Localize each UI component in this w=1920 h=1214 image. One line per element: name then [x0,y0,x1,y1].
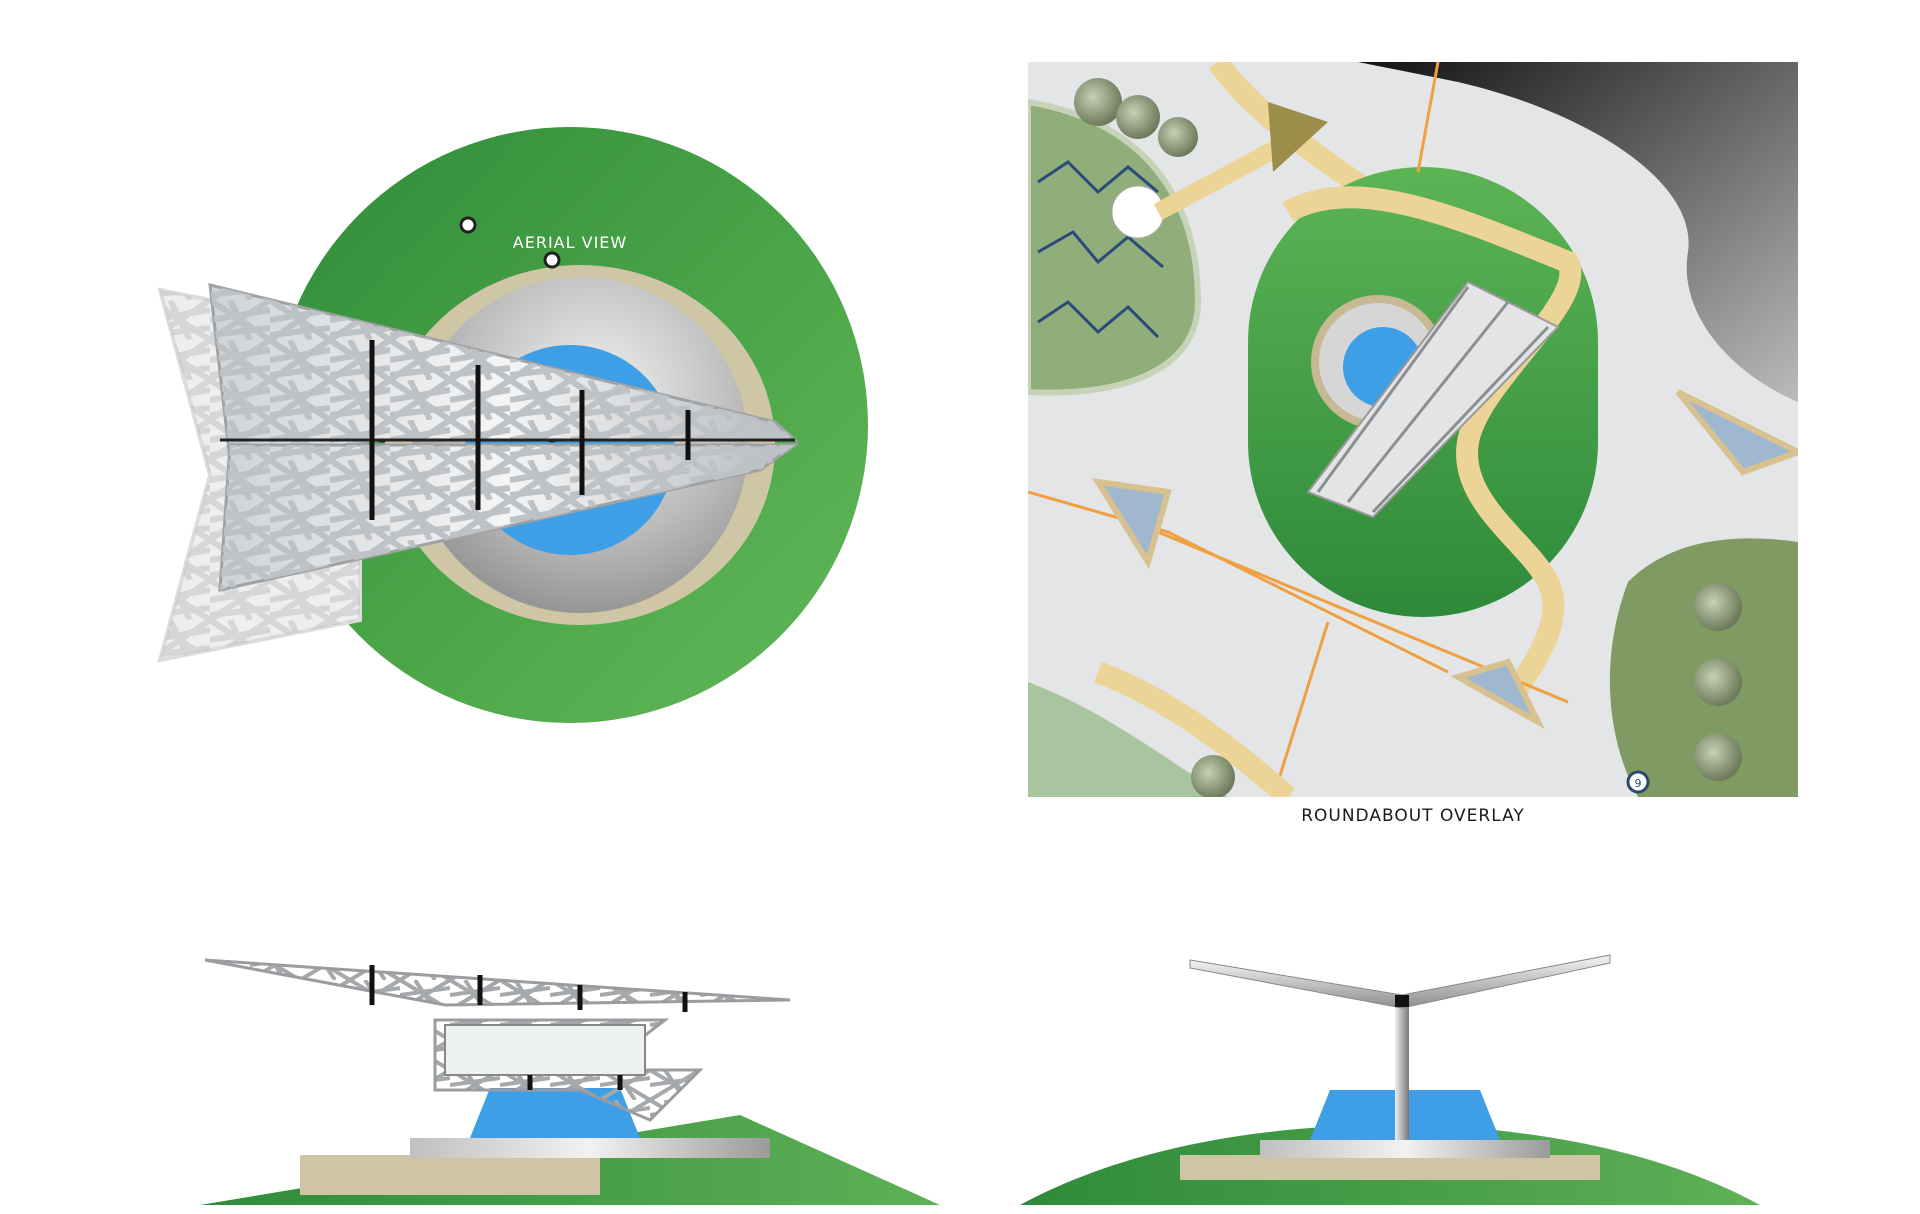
base-block [300,1155,600,1195]
support-posts [369,340,691,520]
base-block [1180,1155,1600,1180]
left-arm [1189,959,1403,1009]
arm-joint [1395,995,1409,1007]
base-rim [410,1138,770,1158]
bed-circle [1111,185,1165,239]
triangle-west [1092,478,1172,570]
base-rim [1260,1140,1550,1158]
map-marker-icon [1626,770,1650,794]
aerial-view-panel: AERIAL VIEW [150,100,1000,820]
tree-south [1191,755,1235,797]
top-wing [204,958,791,1007]
front-elevation-drawing [1020,954,1760,1205]
southwest-bed [1028,682,1228,797]
path-south [1094,661,1296,797]
aerial-view-drawing: AERIAL VIEW [157,127,868,723]
bed-pattern [1037,160,1164,339]
dark-area [1358,62,1798,402]
support-pole [1395,1005,1409,1140]
sculpture-lattice [1316,286,1550,514]
island-sculpture [1306,280,1560,519]
front-elevation-panel [1010,920,1770,1210]
trees-top [1074,78,1198,157]
water-base [470,1088,640,1138]
signage-panel [444,1024,646,1076]
base-posts [527,1075,623,1090]
left-planting-bed [1028,98,1202,396]
roundabout-map: 9 [1028,62,1798,797]
side-elevation-panel [200,920,1000,1210]
trees-southeast [1694,583,1742,781]
right-arm [1401,954,1611,1009]
wing-posts [369,965,688,1012]
aerial-view-title: AERIAL VIEW [513,233,627,252]
roundabout-overlay-panel: 9 [1028,62,1798,797]
upper-wing-lattice [210,285,795,460]
roundabout-overlay-caption: ROUNDABOUT OVERLAY [1301,806,1525,826]
lower-wing-lattice [220,445,795,590]
arrow-marker [1268,102,1328,172]
island-path [1282,186,1582,709]
triangle-south [1450,658,1546,730]
side-elevation-drawing [200,958,940,1205]
map-marker-label: 9 [1635,777,1642,790]
triangle-east [1675,389,1798,476]
